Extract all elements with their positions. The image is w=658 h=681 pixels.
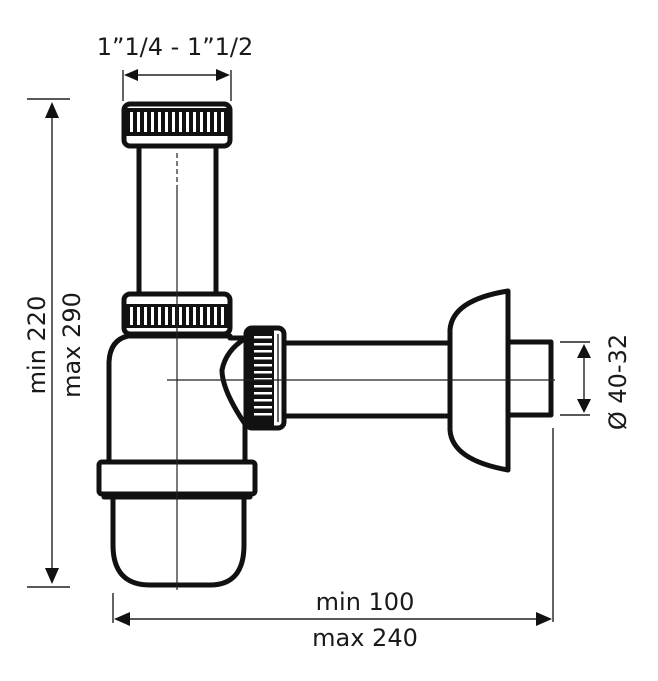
height-min-label: min 220 (23, 296, 51, 395)
outlet-diameter-label: Ø 40-32 (604, 334, 632, 430)
height-max-label: max 290 (58, 292, 86, 398)
depth-max-label: max 240 (312, 624, 418, 652)
top-coupling-nut (121, 101, 233, 149)
center-lines (167, 150, 555, 590)
side-outlet-nut (243, 325, 287, 431)
outlet-tube (281, 340, 453, 419)
wall-sleeve (505, 339, 554, 418)
dimension-depth: min 100 max 240 (112, 428, 554, 652)
depth-min-label: min 100 (316, 588, 415, 616)
inlet-thread-label: 1”1/4 - 1”1/2 (97, 33, 254, 61)
dimension-inlet-thread: 1”1/4 - 1”1/2 (97, 33, 254, 101)
bottom-bowl (110, 495, 247, 588)
inlet-tube (136, 143, 219, 297)
trap-body (106, 333, 249, 465)
dimension-outlet-diameter: Ø 40-32 (560, 334, 632, 430)
wall-rosette (447, 288, 511, 473)
dimension-height: min 220 max 290 (23, 98, 86, 588)
